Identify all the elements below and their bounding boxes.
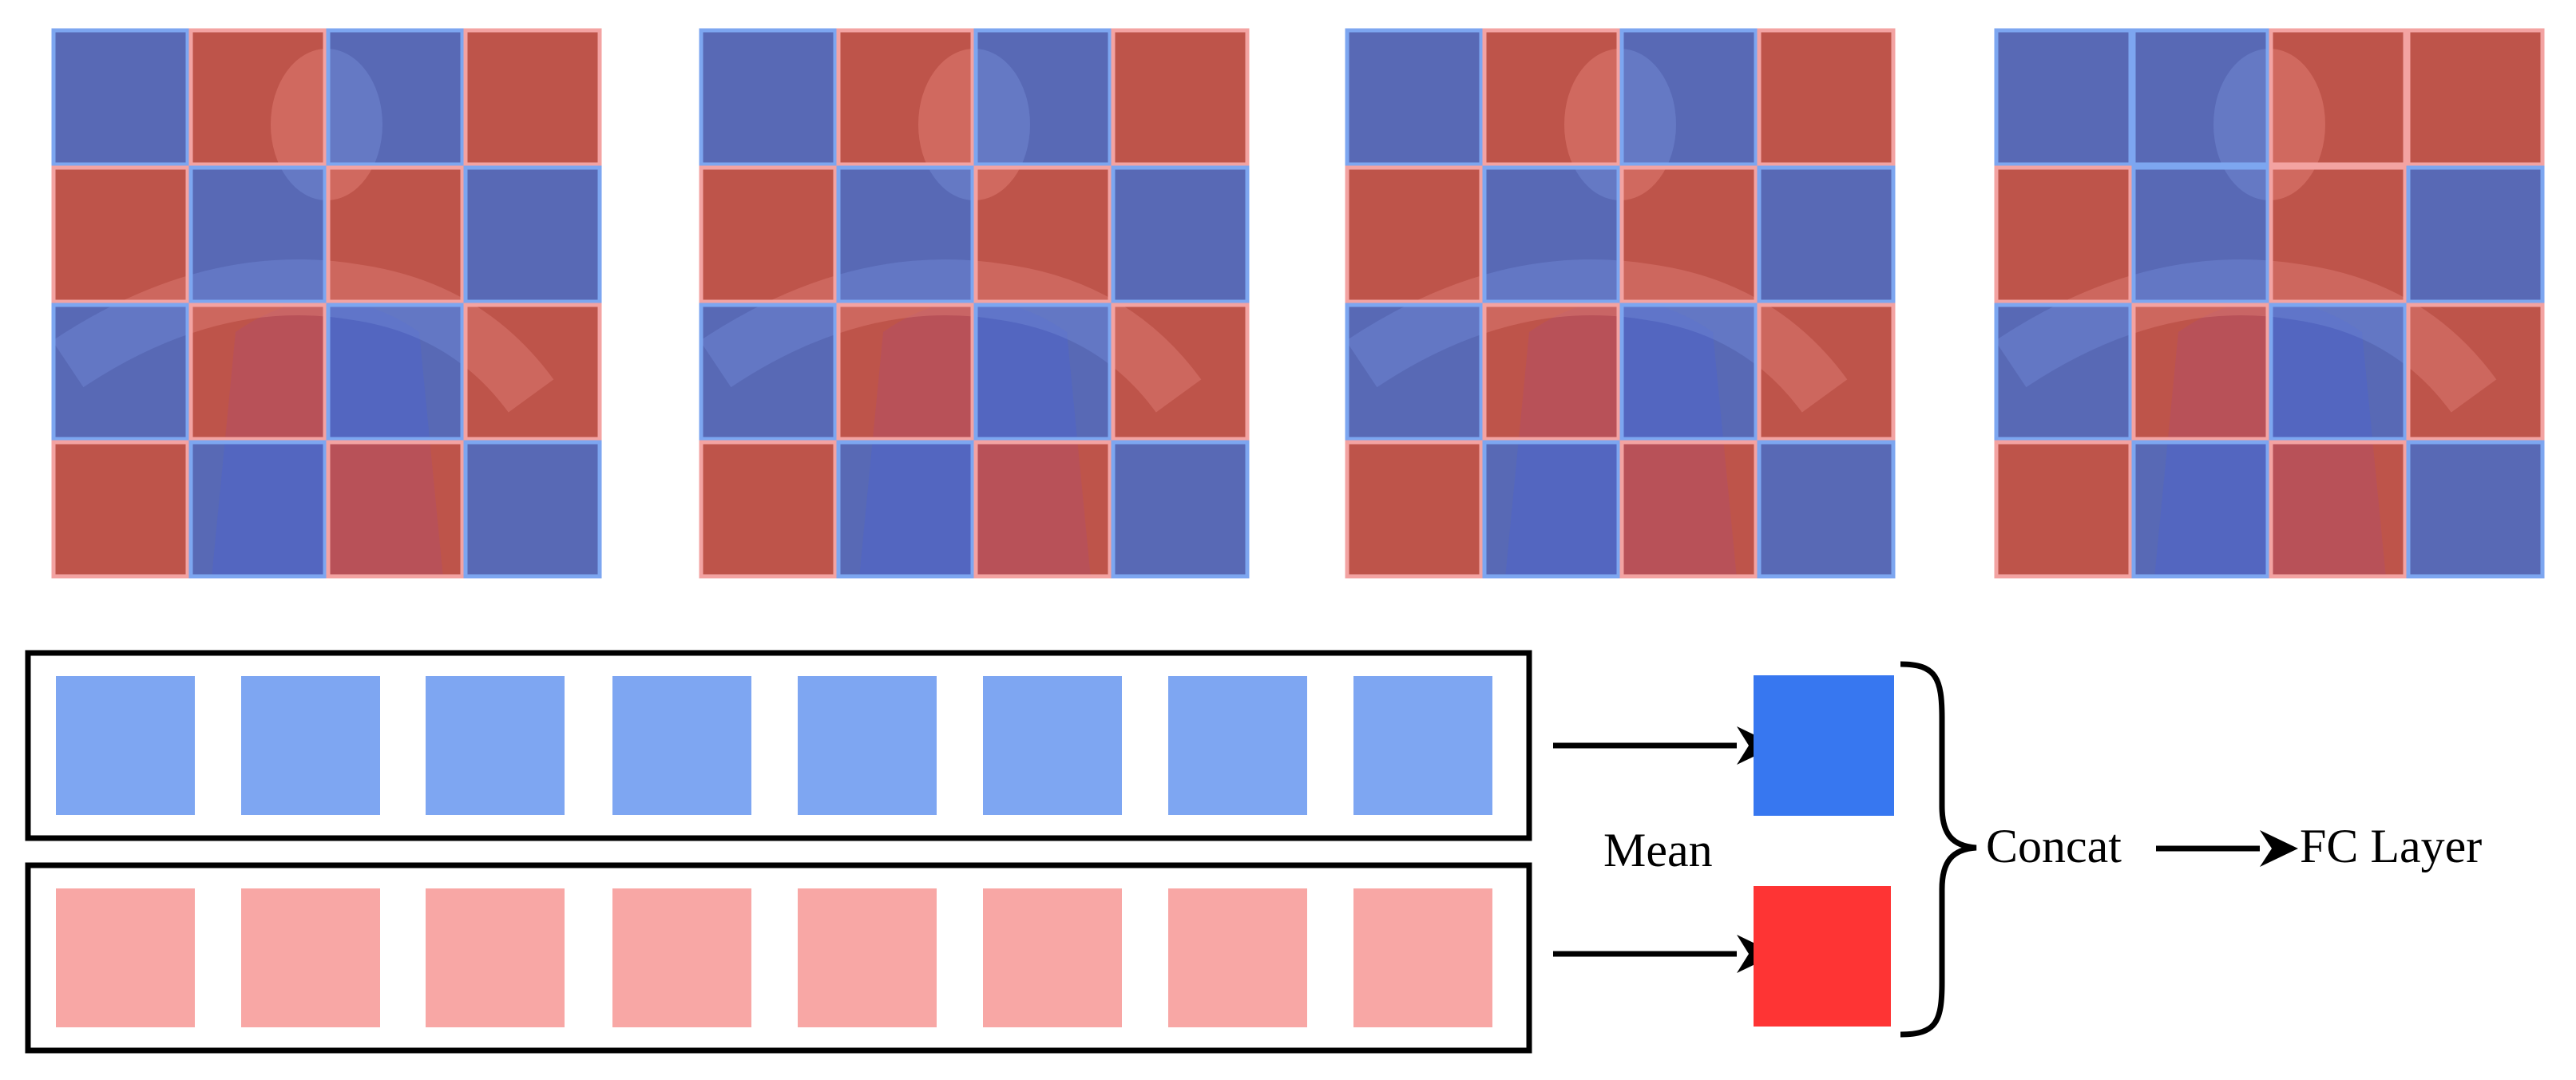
red-patch (699, 165, 838, 304)
blue-patch (973, 303, 1112, 441)
video-frame (51, 28, 602, 579)
token-rows (25, 650, 1532, 1054)
red-patch (2269, 165, 2408, 304)
blue-patch (188, 165, 327, 304)
curly-brace (1900, 661, 1977, 1038)
blue-token (1168, 676, 1307, 815)
red-patch (2406, 303, 2545, 441)
token-row-box (25, 650, 1532, 841)
blue-patch (1619, 303, 1758, 441)
red-patch (463, 28, 602, 167)
red-mean-token (1754, 886, 1891, 1027)
red-patch (1111, 28, 1250, 167)
blue-token-row (25, 650, 1532, 841)
blue-token (983, 676, 1122, 815)
red-patch (1345, 165, 1484, 304)
red-patch (2269, 28, 2408, 167)
red-patch (1482, 28, 1621, 167)
blue-patch (51, 303, 190, 441)
blue-patch (2269, 303, 2408, 441)
red-patch (1619, 440, 1758, 579)
red-patch (1345, 440, 1484, 579)
concat-label: Concat (1986, 820, 2122, 872)
blue-patch (1994, 303, 2133, 441)
red-patch (326, 165, 465, 304)
red-token-row (25, 862, 1532, 1054)
red-patch (1757, 303, 1896, 441)
red-patch (2406, 28, 2545, 167)
red-patch (1994, 440, 2133, 579)
red-patch (188, 28, 327, 167)
blue-patch (836, 440, 975, 579)
mean-label: Mean (1603, 824, 1713, 876)
blue-patch (1345, 303, 1484, 441)
red-patch (699, 440, 838, 579)
fc-layer-label: FC Layer (2300, 820, 2482, 872)
blue-token (612, 676, 751, 815)
video-frame (1994, 28, 2545, 579)
red-patch (2131, 303, 2270, 441)
red-patch (326, 440, 465, 579)
blue-patch (463, 165, 602, 304)
video-frame (699, 28, 1250, 579)
red-token (798, 888, 937, 1027)
blue-token (426, 676, 565, 815)
blue-patch (1482, 165, 1621, 304)
blue-patch (2131, 28, 2270, 167)
blue-token (798, 676, 937, 815)
red-patch (836, 28, 975, 167)
red-token (56, 888, 195, 1027)
blue-patch (1111, 165, 1250, 304)
blue-patch (1619, 28, 1758, 167)
blue-patch (326, 303, 465, 441)
red-patch (1994, 165, 2133, 304)
red-patch (188, 303, 327, 441)
blue-token (1353, 676, 1492, 815)
red-patch (1757, 28, 1896, 167)
red-patch (836, 303, 975, 441)
red-token (983, 888, 1122, 1027)
red-token (1353, 888, 1492, 1027)
blue-patch (699, 303, 838, 441)
red-patch (1482, 303, 1621, 441)
blue-patch (973, 28, 1112, 167)
blue-patch (463, 440, 602, 579)
red-patch (1619, 165, 1758, 304)
blue-patch (1994, 28, 2133, 167)
blue-patch (2131, 440, 2270, 579)
blue-patch (699, 28, 838, 167)
blue-patch (1757, 440, 1896, 579)
red-patch (51, 440, 190, 579)
video-frame (1345, 28, 1896, 579)
red-token (426, 888, 565, 1027)
red-token (241, 888, 380, 1027)
blue-patch (1111, 440, 1250, 579)
blue-patch (2131, 165, 2270, 304)
blue-patch (326, 28, 465, 167)
red-patch (1111, 303, 1250, 441)
red-patch (973, 165, 1112, 304)
red-patch (2269, 440, 2408, 579)
blue-patch (51, 28, 190, 167)
blue-patch (1757, 165, 1896, 304)
red-patch (51, 165, 190, 304)
blue-patch (836, 165, 975, 304)
token-row-box (25, 862, 1532, 1054)
blue-patch (1482, 440, 1621, 579)
red-token (612, 888, 751, 1027)
arrowhead-fc (2260, 830, 2298, 867)
blue-patch (2406, 440, 2545, 579)
red-patch (463, 303, 602, 441)
blue-patch (188, 440, 327, 579)
blue-token (56, 676, 195, 815)
red-patch (973, 440, 1112, 579)
video-frames (51, 28, 2545, 579)
red-token (1168, 888, 1307, 1027)
blue-patch (2406, 165, 2545, 304)
blue-mean-token (1754, 675, 1894, 816)
blue-token (241, 676, 380, 815)
blue-patch (1345, 28, 1484, 167)
